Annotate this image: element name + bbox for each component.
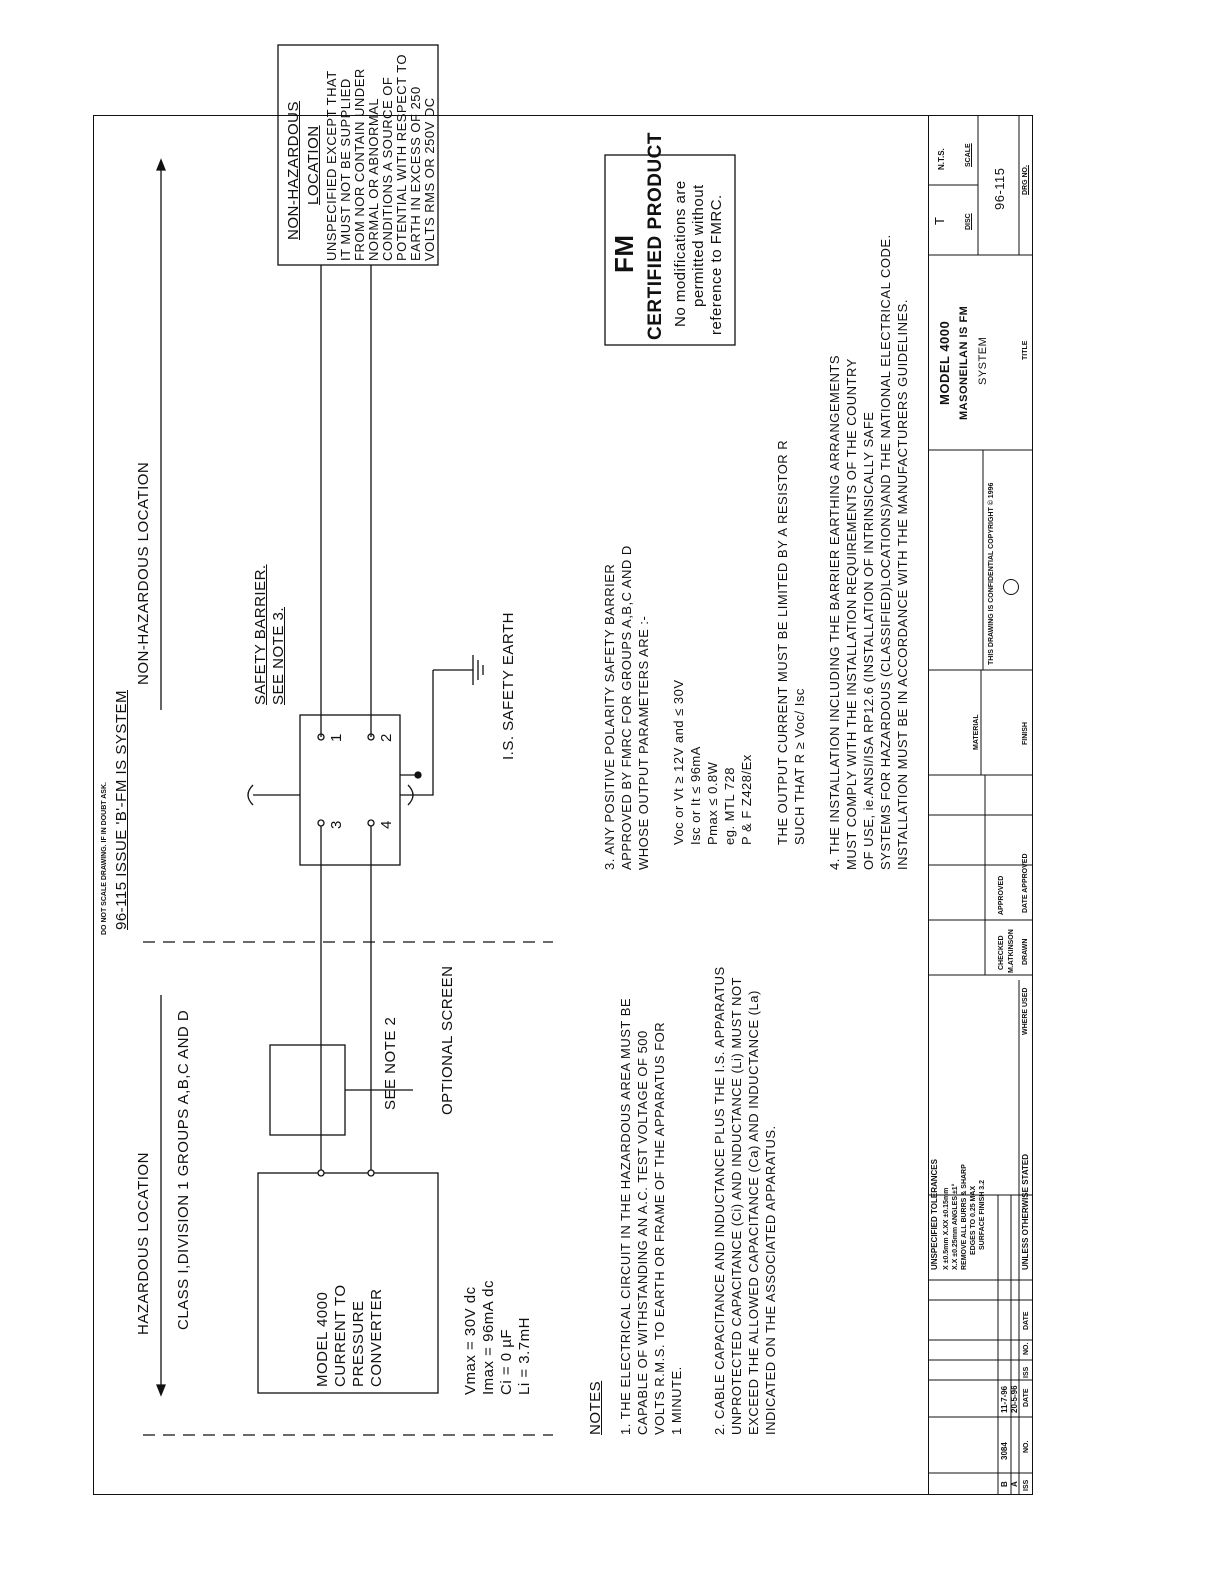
scale-value: N.T.S. <box>937 148 946 170</box>
arrow-head-right <box>156 158 166 171</box>
screen-link <box>400 775 434 796</box>
nonhaz-box <box>277 44 439 266</box>
outer-border <box>93 115 1033 1495</box>
device-terminal-b <box>367 1169 375 1177</box>
screen-junction <box>414 771 422 779</box>
title-block-grid <box>928 115 1033 1495</box>
date-approved-label: DATE APPROVED <box>1022 853 1029 913</box>
finish-label: FINISH <box>1022 722 1029 745</box>
drg-no-value: 96-115 <box>992 167 1007 210</box>
rotated-drawing: DO NOT SCALE DRAWING. IF IN DOUBT ASK. 9… <box>93 44 1033 1495</box>
rail-curve-top <box>247 784 254 806</box>
terminal-4 <box>367 819 375 827</box>
drawn-label: DRAWN <box>1022 938 1029 965</box>
drg-no-label: DRG NO. <box>1022 165 1029 195</box>
rev-header-no-1: NO. <box>1023 1440 1030 1453</box>
rev-header-date-2: DATE <box>1023 1311 1030 1330</box>
model-label: MODEL 4000 <box>937 320 952 405</box>
rev-iss-a: A <box>1010 1481 1019 1487</box>
rev-iss-b: B <box>1000 1481 1009 1487</box>
rev-header-iss-2: ISS <box>1023 1366 1030 1378</box>
device-terminal-a <box>317 1169 325 1177</box>
rev-date-a: 20-5-96 <box>1010 1385 1019 1413</box>
tolerance-line-4: EDGES TO 0.25 MAX <box>970 1185 977 1255</box>
tolerances-title: UNSPECIFIED TOLERANCES <box>930 1159 939 1270</box>
rev-no-b: 3084 <box>1000 1442 1009 1460</box>
material-label: MATERIAL <box>973 714 980 750</box>
rev-header-date-1: DATE <box>1023 1388 1030 1407</box>
fm-box <box>604 154 736 346</box>
rev-header-iss-1: ISS <box>1023 1479 1030 1491</box>
wiring-diagram <box>143 44 736 1436</box>
approved-label: APPROVED <box>998 875 1005 915</box>
unless-otherwise-stated: UNLESS OTHERWISE STATED <box>1021 1153 1030 1270</box>
barrier-box <box>299 714 401 866</box>
where-used-label: WHERE USED <box>1022 987 1029 1035</box>
tolerance-line-2: X.X ±0.25mm ANGLES ±1° <box>952 1183 959 1270</box>
terminal-3 <box>317 819 325 827</box>
scale-label: SCALE <box>965 143 972 167</box>
drawn-by-label: M.ATKINSON <box>1008 929 1015 973</box>
system-line-2: SYSTEM <box>977 336 989 385</box>
arrow-head-left <box>156 1384 166 1397</box>
tolerance-line-3: REMOVE ALL BURRS & SHARP <box>961 1164 968 1270</box>
checked-label: CHECKED <box>998 935 1005 970</box>
disc-value: T <box>932 216 947 225</box>
title-label: TITLE <box>1022 340 1029 360</box>
rev-header-no-2: NO. <box>1023 1342 1030 1355</box>
system-line-1: MASONEILAN IS FM <box>958 305 970 420</box>
rev-date-b: 11-7-96 <box>1000 1385 1009 1413</box>
tolerance-line-1: X ±0.5mm X.XX ±0.15mm <box>943 1187 950 1270</box>
device-box <box>257 1172 439 1394</box>
tolerance-line-5: SURFACE FINISH 3.2 <box>979 1179 986 1250</box>
disc-label: DISC <box>965 213 972 230</box>
projection-symbol-icon <box>1003 579 1019 595</box>
confidential-note: THIS DRAWING IS CONFIDENTIAL COPYRIGHT ©… <box>988 482 995 665</box>
